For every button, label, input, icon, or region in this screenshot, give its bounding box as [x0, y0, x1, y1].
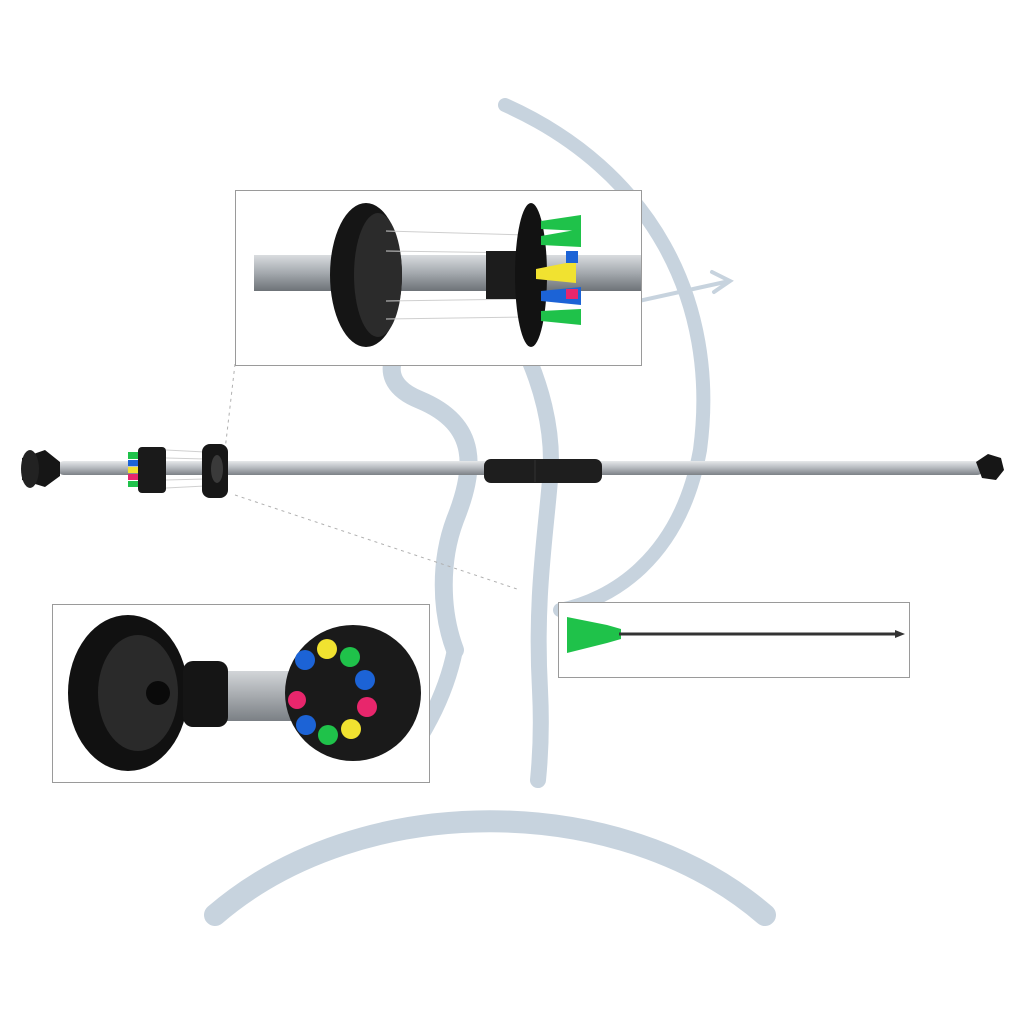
mouthpiece-closeup-image: [52, 604, 430, 783]
dart-closeup-image: [558, 602, 910, 678]
quiver-closeup-image: [235, 190, 642, 366]
dart-cluster: [128, 452, 138, 487]
dart-icon: [567, 617, 905, 653]
